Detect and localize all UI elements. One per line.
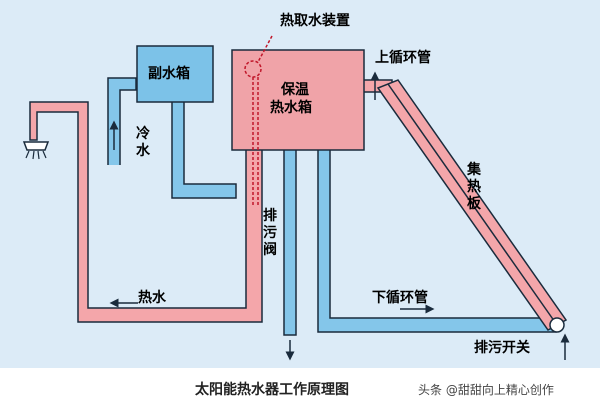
insulated-tank — [231, 49, 365, 151]
label-insulated-tank-line1: 保温 — [281, 82, 309, 98]
label-heat-taking-device: 热取水装置 — [280, 13, 350, 29]
credit-text: 头条 @甜甜向上精心创作 — [418, 383, 554, 397]
label-drain-valve: 排污阀 — [263, 208, 277, 258]
aux-tank — [136, 45, 214, 103]
diagram-title: 太阳能热水器工作原理图 — [195, 382, 349, 398]
label-insulated-tank-line2: 热水箱 — [270, 100, 312, 116]
caption-bar — [0, 368, 600, 411]
label-cold-water: 冷水 — [136, 126, 150, 159]
cold-water-pipe — [171, 99, 237, 199]
lower-loop-pipe — [317, 147, 557, 333]
label-aux-tank: 副水箱 — [148, 66, 190, 82]
label-collector: 集热板 — [467, 162, 481, 212]
drain-switch-valve[interactable] — [549, 317, 565, 333]
shower-spray — [25, 150, 47, 160]
label-upper-loop-pipe: 上循环管 — [375, 50, 431, 66]
drain-pipe — [283, 147, 297, 336]
cold-water-inlet-pipe — [107, 77, 137, 165]
label-lower-loop-pipe: 下循环管 — [372, 290, 428, 306]
label-hot-water: 热水 — [138, 290, 166, 306]
label-drain-switch: 排污开关 — [474, 340, 530, 356]
shower-head-icon — [22, 141, 50, 151]
